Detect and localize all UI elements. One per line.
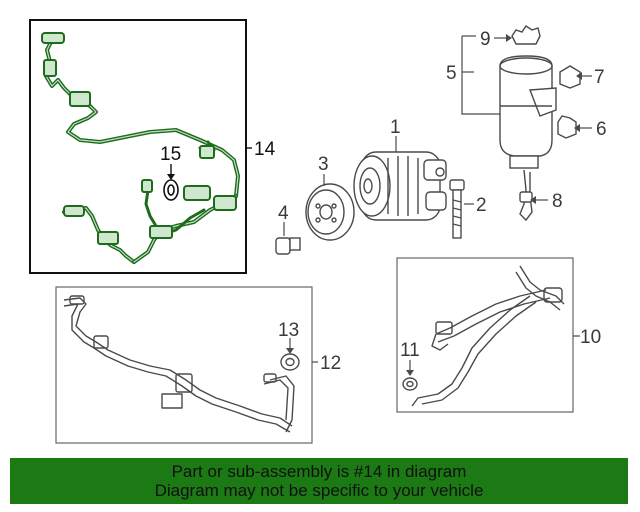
reservoir-cap-part-9[interactable] — [511, 25, 541, 45]
bolt-part-4[interactable] — [275, 237, 301, 255]
callout-13[interactable]: 13 — [278, 320, 299, 341]
callout-12[interactable]: 12 — [320, 353, 341, 374]
callout-1[interactable]: 1 — [390, 117, 401, 138]
callout-6[interactable]: 6 — [596, 119, 607, 140]
leader-arrow-15 — [167, 174, 175, 180]
callout-5[interactable]: 5 — [446, 63, 457, 84]
callout-11[interactable]: 11 — [400, 340, 420, 361]
clip-part-6[interactable] — [557, 115, 577, 139]
group-box-10 — [396, 257, 574, 413]
callout-3[interactable]: 3 — [318, 154, 329, 175]
banner-line-1: Part or sub-assembly is #14 in diagram — [171, 462, 467, 481]
leader-5 — [461, 36, 500, 115]
banner-line-2: Diagram may not be specific to your vehi… — [154, 481, 484, 500]
leader-arrow-7 — [576, 72, 582, 80]
connector-part-8[interactable] — [519, 169, 533, 222]
reservoir-part-5[interactable] — [499, 55, 557, 169]
o-ring-part-13[interactable] — [280, 353, 300, 371]
highlight-box-14 — [29, 19, 247, 274]
leader-arrow-6 — [574, 124, 580, 132]
callout-4[interactable]: 4 — [278, 203, 289, 224]
callout-15[interactable]: 15 — [160, 144, 181, 165]
callout-9[interactable]: 9 — [480, 29, 491, 50]
hose-assembly-part-12[interactable] — [63, 295, 295, 433]
callout-14[interactable]: 14 — [254, 139, 276, 160]
power-steering-pump-part-1[interactable] — [353, 151, 447, 221]
callout-7[interactable]: 7 — [594, 67, 605, 88]
bolt-part-2[interactable] — [449, 179, 465, 239]
o-ring-part-11[interactable] — [402, 377, 418, 391]
leader-arrow-11 — [406, 370, 414, 376]
info-banner: Part or sub-assembly is #14 in diagram D… — [10, 458, 628, 504]
cap-part-7[interactable] — [559, 65, 581, 89]
callout-10[interactable]: 10 — [580, 327, 601, 348]
hose-assembly-part-10[interactable] — [411, 265, 565, 407]
leader-arrow-13 — [286, 348, 294, 354]
pulley-part-3[interactable] — [305, 183, 355, 241]
pressure-hose-part-14[interactable] — [41, 32, 240, 264]
callout-2[interactable]: 2 — [476, 195, 487, 216]
leader-arrow-8 — [530, 196, 536, 204]
callout-8[interactable]: 8 — [552, 191, 563, 212]
group-box-12 — [55, 286, 313, 444]
o-ring-part-15[interactable] — [163, 179, 179, 201]
leader-arrow-9 — [506, 34, 512, 42]
